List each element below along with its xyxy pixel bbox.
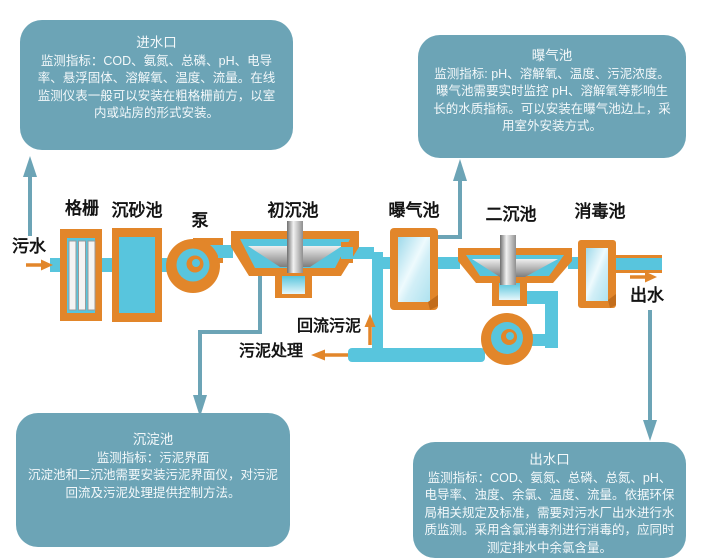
inlet-info-body: 监测指标：COD、氨氮、总磷、pH、电导率、悬浮固体、溶解氧、温度、流量。在线监… [37,53,276,121]
sedimentation-arrowhead-down [193,395,207,417]
outlet-info-box: 出水口 监测指标：COD、氨氮、总磷、总氮、pH、电导率、浊度、余氯、温度、流量… [413,442,686,558]
grit-chamber-unit [112,228,162,322]
inlet-info-title: 进水口 [136,35,177,50]
aeration-tank-shadow [428,295,438,310]
sedimentation-info-title: 沉淀池 [132,432,174,447]
bar-screen-unit [60,229,102,321]
disinfection-tank-shadow [608,294,616,308]
primary-sludge-funnel [282,276,305,294]
return-sludge-arrow-head [364,314,376,327]
inlet-arrowhead-up [23,156,37,177]
primary-clarifier-unit [231,221,359,298]
aeration-info-box: 曝气池 监测指标: pH、溶解氧、温度、污泥浓度。曝气池需要实时监控 pH、溶解… [418,35,686,158]
return-sludge-riser-pipe [372,252,383,354]
outlet-info-body: 监测指标：COD、氨氮、总磷、总氮、pH、电导率、浊度、余氯、温度、流量。依据环… [424,470,675,555]
primary-outlet-hole [341,247,353,259]
aeration-connector-line [437,180,462,239]
sludge-treatment-label: 污泥处理 [239,343,304,360]
pump1-to-primary-pipe [218,246,232,258]
flow-arrows [26,259,657,361]
aeration-to-secondary-pipe [438,257,460,269]
primary-clarifier-label: 初沉池 [267,201,319,220]
sludge-pipe [348,348,485,362]
secondary-sludge-funnel [499,283,520,300]
secondary-sludge-elbow-v [545,291,558,348]
infobox-connector-arrowheads [23,156,657,441]
screen-bar [68,240,77,311]
return-sludge-label: 回流污泥 [297,318,362,335]
secondary-drive-shaft [500,235,516,285]
secondary-clarifier-label: 二沉池 [485,205,537,224]
effluent-arrow-head [645,271,657,283]
aeration-tank-label: 曝气池 [388,201,440,220]
disinfection-tank-unit [578,240,662,308]
effluent-pipe [616,258,662,270]
screen-bar [87,240,96,311]
sedimentation-info-box: 沉淀池 监测指标：污泥界面 沉淀池和二沉池需要安装污泥界面仪，对污泥回流及污泥处… [16,413,290,547]
water-pipes [50,247,580,362]
influent-arrow-head [41,259,53,271]
sedimentation-info-body: 沉淀池和二沉池需要安装污泥界面仪，对污泥回流及污泥处理提供控制方法。 [28,468,279,500]
sedimentation-connector-line [198,274,262,396]
pump1-casing-top [193,238,223,248]
inlet-info-box: 进水口 监测指标：COD、氨氮、总磷、pH、电导率、悬浮固体、溶解氧、温度、流量… [20,20,293,150]
inlet-pipe [50,258,62,272]
outlet-arrowhead-down [643,420,657,441]
pump1-hub [192,259,200,267]
secondary-clarifier-unit [458,235,572,306]
influent-label: 污水 [12,237,46,256]
effluent-pipe-top-edge [616,255,662,258]
disinfection-tank-water [586,248,608,301]
disinfection-tank-label: 消毒池 [574,202,626,221]
screen-bar [78,240,86,311]
bar-screen-label: 格栅 [65,199,99,218]
pump1-unit [166,238,233,293]
sedimentation-info-line1: 监测指标：污泥界面 [96,450,210,465]
outlet-info-title: 出水口 [529,452,570,467]
infobox-connectors [28,176,652,422]
effluent-pipe-bottom-edge [616,270,662,273]
pump-label: 泵 [191,211,209,230]
effluent-label: 出水 [630,286,664,305]
screen-to-grit-pipe [100,258,114,272]
aeration-tank-unit [390,228,438,310]
pump2-unit [481,313,533,365]
aeration-arrowhead-up [453,159,467,181]
pump2-hub [506,332,514,340]
grit-chamber-water [119,237,155,313]
aeration-info-title: 曝气池 [531,48,573,63]
aeration-info-body: 监测指标: pH、溶解氧、温度、污泥浓度。曝气池需要实时监控 pH、溶解氧等影响… [433,66,671,134]
sludge-treatment-arrow-head [311,349,325,361]
aeration-tank-water [398,237,430,302]
grit-chamber-label: 沉砂池 [111,201,163,220]
primary-drive-shaft [287,221,303,273]
